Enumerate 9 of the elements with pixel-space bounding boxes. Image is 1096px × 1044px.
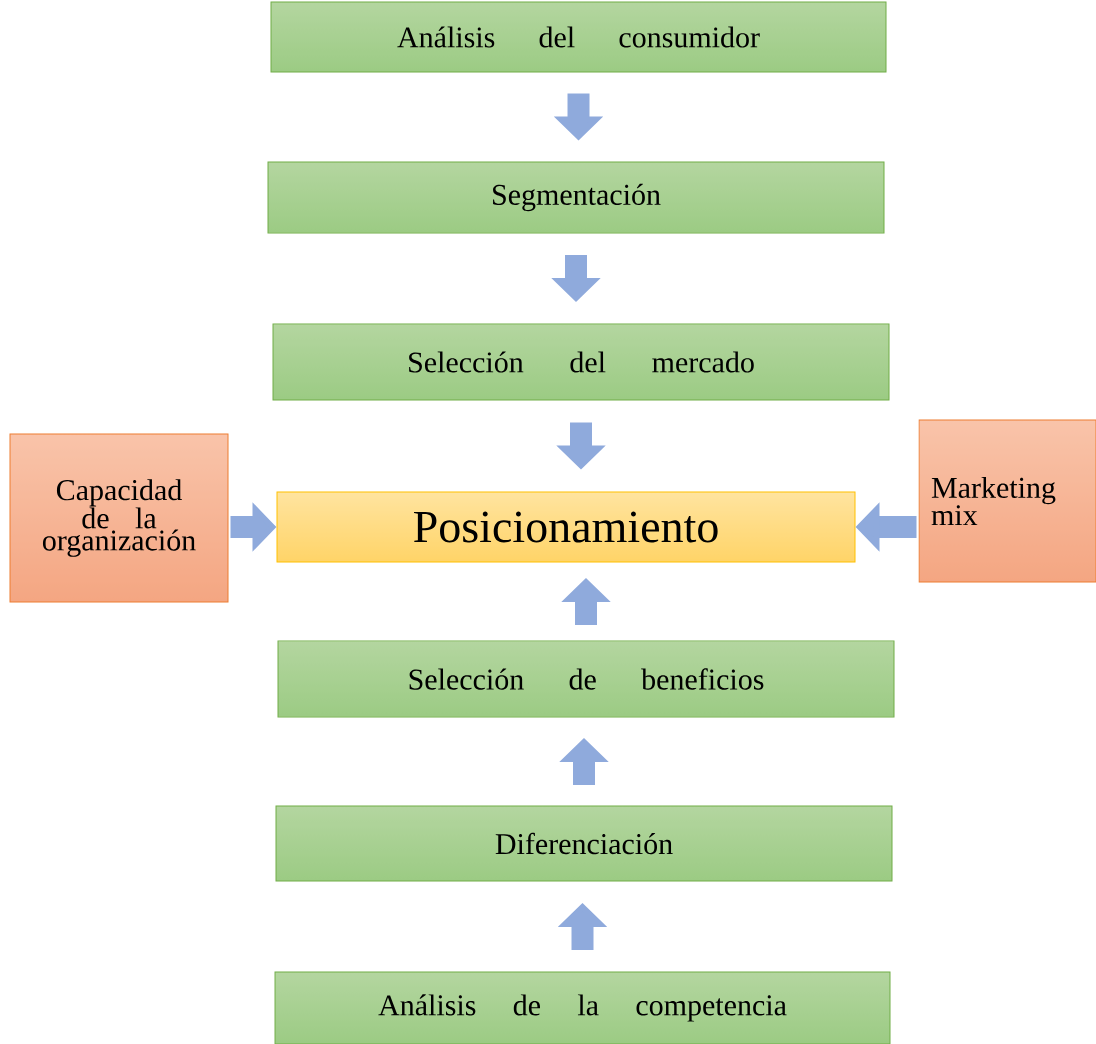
input-box: Marketing mix: [918, 419, 1096, 583]
process-box: Análisis de la competencia: [274, 971, 891, 1044]
input-box: Capacidad de la organización: [9, 433, 229, 603]
process-box: Selección de beneficios: [277, 640, 895, 718]
process-box: Diferenciación: [275, 805, 893, 882]
highlight-box: Posicionamiento: [276, 491, 856, 563]
process-box: Selección del mercado: [272, 323, 890, 401]
process-box: Segmentación: [267, 161, 885, 234]
process-box: Análisis del consumidor: [270, 1, 887, 73]
